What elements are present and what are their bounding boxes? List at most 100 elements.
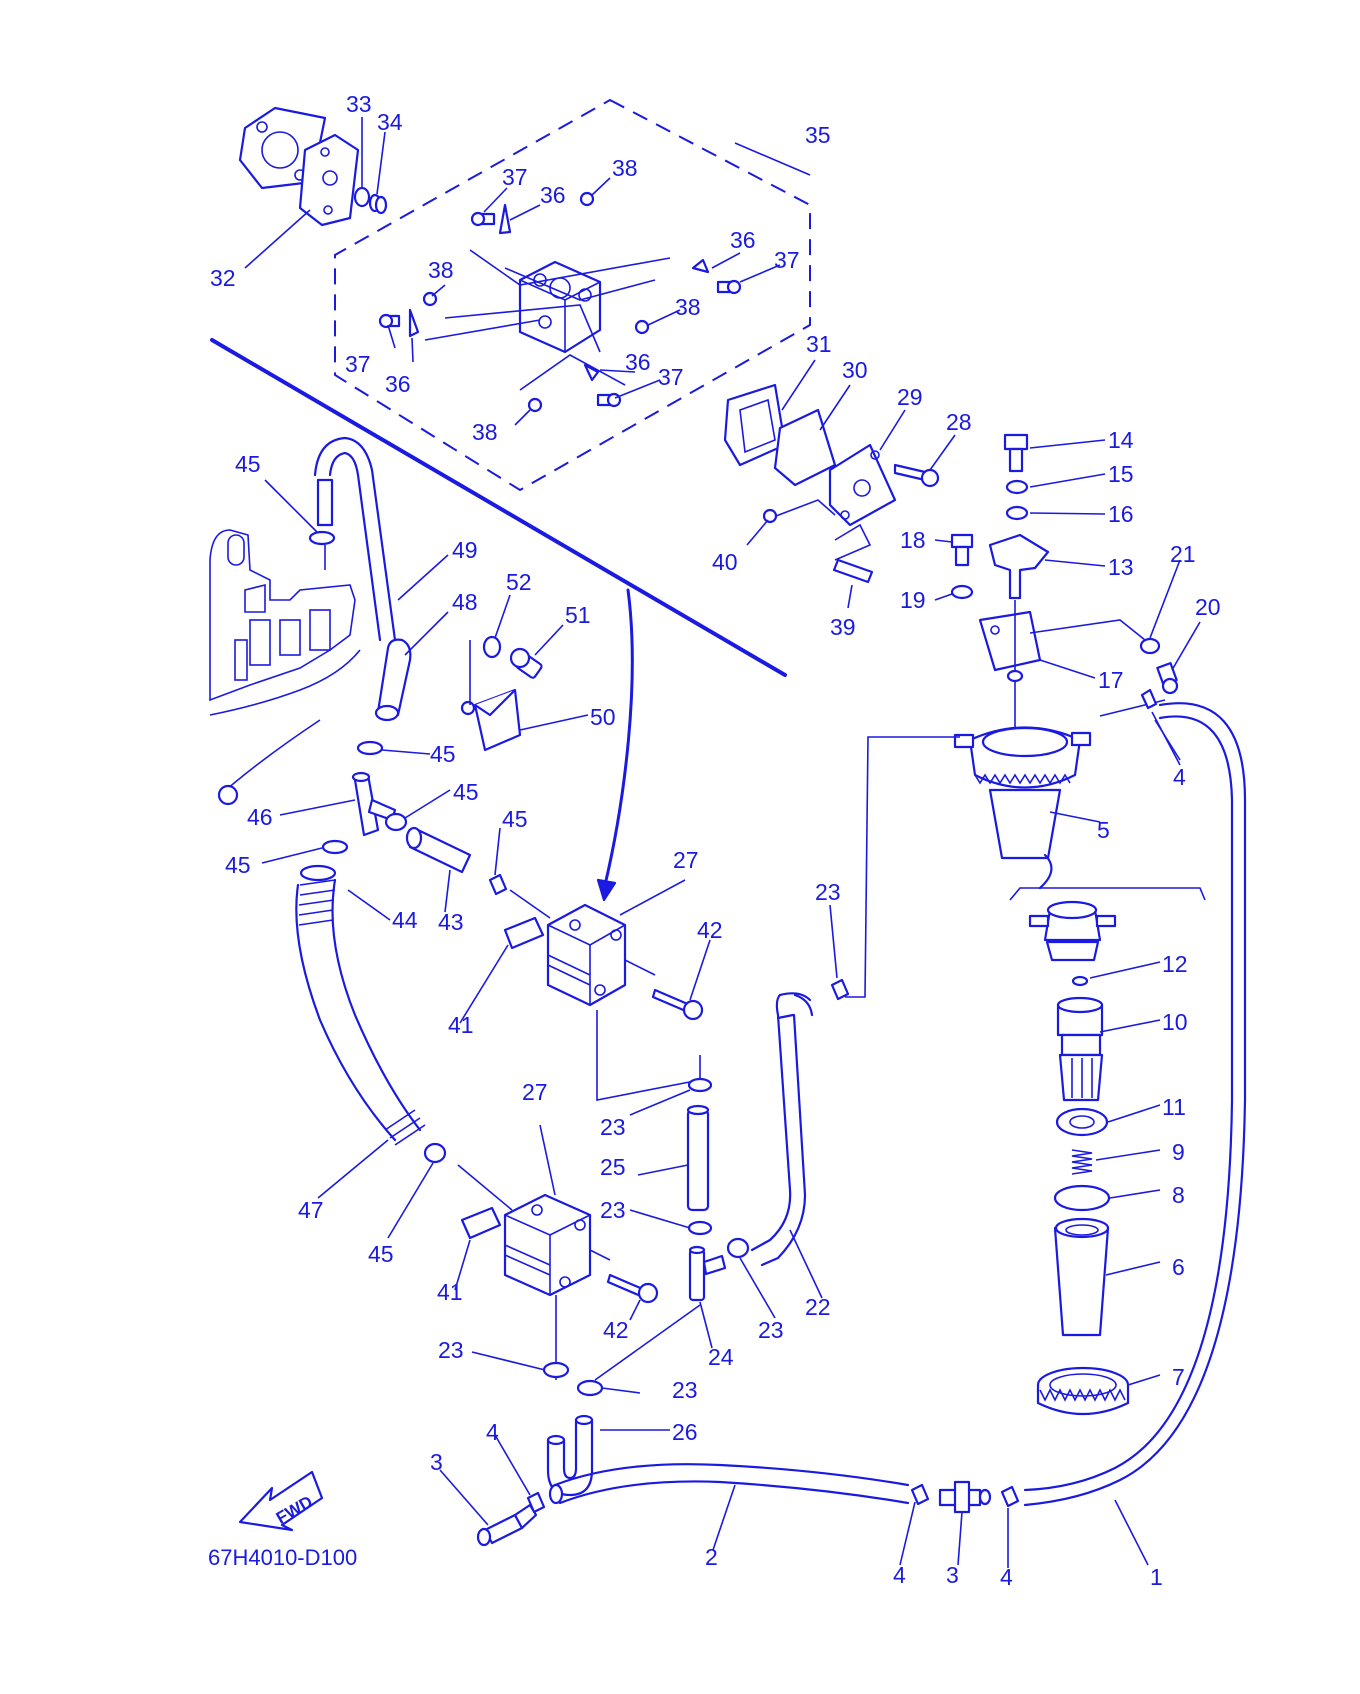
- callout-42-b: 42: [603, 1317, 629, 1343]
- callout-8: 8: [1172, 1182, 1185, 1208]
- screw-37-c: [716, 279, 742, 295]
- callout-46: 46: [247, 804, 273, 830]
- clip-36-c: [691, 258, 710, 274]
- filter-cup-6: [1053, 1217, 1110, 1337]
- u-pipe-26: [546, 1414, 594, 1497]
- callout-20: 20: [1195, 594, 1221, 620]
- callout-27-a: 27: [673, 847, 699, 873]
- callout-36-c: 36: [385, 371, 411, 397]
- clamp-23-d: [830, 978, 850, 1001]
- callout-45-d: 45: [502, 806, 528, 832]
- callout-9: 9: [1172, 1139, 1185, 1165]
- callout-45-c: 45: [453, 779, 479, 805]
- callout-7: 7: [1172, 1364, 1185, 1390]
- callout-48: 48: [452, 589, 478, 615]
- callout-37-b: 37: [774, 247, 800, 273]
- callout-labels: 33 34 35 32 37 36 38 36 37 38 38 37 36 3…: [210, 91, 1221, 1590]
- clamp-23-b: [687, 1220, 713, 1236]
- clip-36-d: [583, 363, 600, 382]
- bolt-42-upper: [651, 988, 704, 1021]
- callout-4-center-b: 4: [1000, 1564, 1013, 1590]
- callout-24: 24: [708, 1344, 734, 1370]
- clamp-4-top: [1140, 688, 1158, 710]
- holder-50: [460, 688, 522, 752]
- nut-38-d: [527, 397, 543, 413]
- nut-38-a: [579, 191, 595, 207]
- callout-12: 12: [1162, 951, 1188, 977]
- callout-4-center-a: 4: [893, 1562, 906, 1588]
- joint-48: [374, 638, 412, 722]
- bracket-13: [988, 533, 1050, 600]
- o-ring-16: [1005, 505, 1029, 521]
- callout-15: 15: [1108, 461, 1134, 487]
- callout-23-d: 23: [758, 1317, 784, 1343]
- pump-base-gasket-32: [238, 106, 360, 227]
- gasket-41-lower: [460, 1206, 502, 1240]
- clamp-23-a: [687, 1077, 713, 1093]
- callout-13: 13: [1108, 554, 1134, 580]
- ring-nut-7: [1036, 1366, 1130, 1416]
- pipe-25: [686, 1104, 710, 1212]
- callout-41-a: 41: [448, 1012, 474, 1038]
- callout-52: 52: [506, 569, 532, 595]
- hose-43: [405, 826, 472, 874]
- callout-40: 40: [712, 549, 738, 575]
- section-divider-line: [210, 338, 787, 677]
- clamp-4-center-a: [910, 1483, 930, 1506]
- clamp-23-f: [576, 1379, 604, 1397]
- callout-16: 16: [1108, 501, 1134, 527]
- hose-2: [548, 1463, 910, 1505]
- clamp-45-e: [488, 873, 508, 896]
- callout-49: 49: [452, 537, 478, 563]
- callout-31: 31: [806, 331, 832, 357]
- gasket-41-upper: [503, 916, 545, 950]
- bolt-14: [1003, 433, 1029, 473]
- clip-36-b: [408, 308, 420, 338]
- pump-cover-29: [828, 443, 897, 527]
- o-ring-12: [1071, 975, 1089, 987]
- callout-22: 22: [805, 1294, 831, 1320]
- fuel-hose-1: [1023, 702, 1247, 1507]
- spring-34: [368, 193, 388, 215]
- callout-18: 18: [900, 527, 926, 553]
- engine-block-outline: [209, 529, 361, 716]
- callout-29: 29: [897, 384, 923, 410]
- callout-50: 50: [590, 704, 616, 730]
- connector-3-center: [938, 1480, 992, 1514]
- callout-2: 2: [705, 1544, 718, 1570]
- callout-23-a: 23: [815, 879, 841, 905]
- screw-37-a: [470, 211, 496, 227]
- o-ring-40: [762, 508, 778, 524]
- callout-4-left: 4: [486, 1419, 499, 1445]
- callout-35: 35: [805, 122, 831, 148]
- callout-47: 47: [298, 1197, 324, 1223]
- callout-38-a: 38: [612, 155, 638, 181]
- callout-38-d: 38: [472, 419, 498, 445]
- pointer-arrow: [603, 588, 634, 887]
- callout-37-d: 37: [658, 364, 684, 390]
- callout-14: 14: [1108, 427, 1134, 453]
- callout-30: 30: [842, 357, 868, 383]
- callout-6: 6: [1172, 1254, 1185, 1280]
- fuel-pump-27-lower: [503, 1193, 592, 1297]
- clamp-23-e: [542, 1361, 570, 1379]
- bolt-28: [893, 463, 940, 488]
- clamp-23-c: [726, 1237, 750, 1259]
- clamp-45-d: [321, 839, 349, 855]
- diagram-code: 67H4010-D100: [208, 1545, 357, 1570]
- callout-11: 11: [1162, 1094, 1186, 1120]
- screw-37-b: [378, 313, 401, 329]
- bolt-42-lower: [606, 1273, 659, 1304]
- gasket-31: [723, 383, 787, 467]
- o-ring-33: [353, 186, 371, 208]
- clamp-45-c: [384, 812, 408, 832]
- callout-51: 51: [565, 602, 591, 628]
- screw-37-d: [596, 392, 622, 408]
- callout-36-a: 36: [540, 182, 566, 208]
- o-ring-52: [482, 635, 502, 659]
- spring-9: [1071, 1149, 1093, 1175]
- callout-42-a: 42: [697, 917, 723, 943]
- washer-19: [950, 584, 974, 600]
- callout-17: 17: [1098, 667, 1124, 693]
